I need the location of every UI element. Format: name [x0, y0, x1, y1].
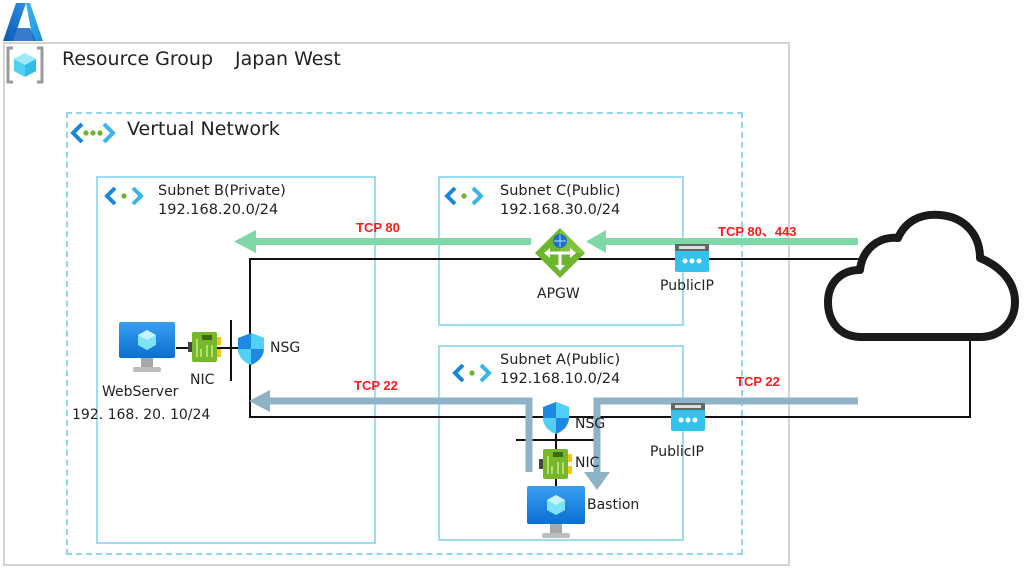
subnet-a-name: Subnet A(Public)	[500, 352, 621, 368]
bastion-nic-icon	[539, 448, 573, 480]
tcp-22-internal-label: TCP 22	[354, 378, 398, 393]
subnet-a-container	[438, 345, 684, 541]
webserver-nsg-shield-icon	[236, 332, 266, 366]
ssh-flow-arrow-external	[584, 397, 858, 490]
http-flow-arrow-external	[586, 230, 858, 253]
tcp-22-external-label: TCP 22	[736, 374, 780, 389]
resource-group-icon	[5, 45, 45, 85]
subnet-b-container	[96, 176, 376, 544]
virtual-network-icon	[70, 122, 116, 144]
http-flow-arrow-internal	[234, 230, 531, 253]
bastion-public-ip-label: PublicIP	[650, 444, 705, 460]
bastion-label: Bastion	[587, 497, 640, 513]
ssh-flow-arrow-internal	[249, 390, 533, 472]
bastion-nic-label: NIC	[575, 455, 600, 471]
resource-group-container	[3, 42, 790, 566]
subnet-c-cidr: 192.168.30.0/24	[500, 202, 621, 218]
subnet-a-icon	[452, 363, 492, 383]
subnet-b-cidr: 192.168.20.0/24	[158, 202, 279, 218]
subnet-b-icon	[104, 186, 144, 206]
tcp-80-443-label: TCP 80、443	[718, 224, 797, 239]
resource-group-label: Resource Group	[62, 48, 214, 70]
webserver-name: WebServer	[102, 384, 179, 400]
bastion-public-ip-icon	[671, 403, 705, 431]
application-gateway-icon	[534, 227, 586, 279]
virtual-network-container	[66, 112, 743, 555]
webserver-vm-icon	[117, 322, 177, 374]
apgw-label: APGW	[537, 286, 580, 302]
subnet-c-name: Subnet C(Public)	[500, 183, 621, 199]
bastion-nsg-label: NSG	[575, 416, 606, 432]
apgw-public-ip-icon	[675, 244, 709, 272]
webserver-nic-icon	[188, 331, 222, 363]
resource-group-region: Japan West	[235, 48, 341, 70]
virtual-network-label: Vertual Network	[127, 118, 280, 140]
tcp-80-label: TCP 80	[356, 220, 400, 235]
subnet-c-icon	[444, 186, 484, 206]
network-line-bottom	[249, 340, 971, 418]
bastion-nsg-shield-icon	[541, 401, 571, 435]
network-line-top	[249, 258, 862, 350]
webserver-nic-label: NIC	[190, 372, 215, 388]
internet-cloud-icon	[824, 210, 1019, 341]
webserver-ip: 192. 168. 20. 10/24	[72, 407, 211, 423]
subnet-a-cidr: 192.168.10.0/24	[500, 371, 621, 387]
azure-logo-icon	[2, 2, 44, 42]
apgw-public-ip-label: PublicIP	[660, 278, 715, 294]
bastion-vm-icon	[527, 486, 585, 540]
subnet-b-name: Subnet B(Private)	[158, 183, 286, 199]
webserver-nsg-label: NSG	[270, 340, 301, 356]
